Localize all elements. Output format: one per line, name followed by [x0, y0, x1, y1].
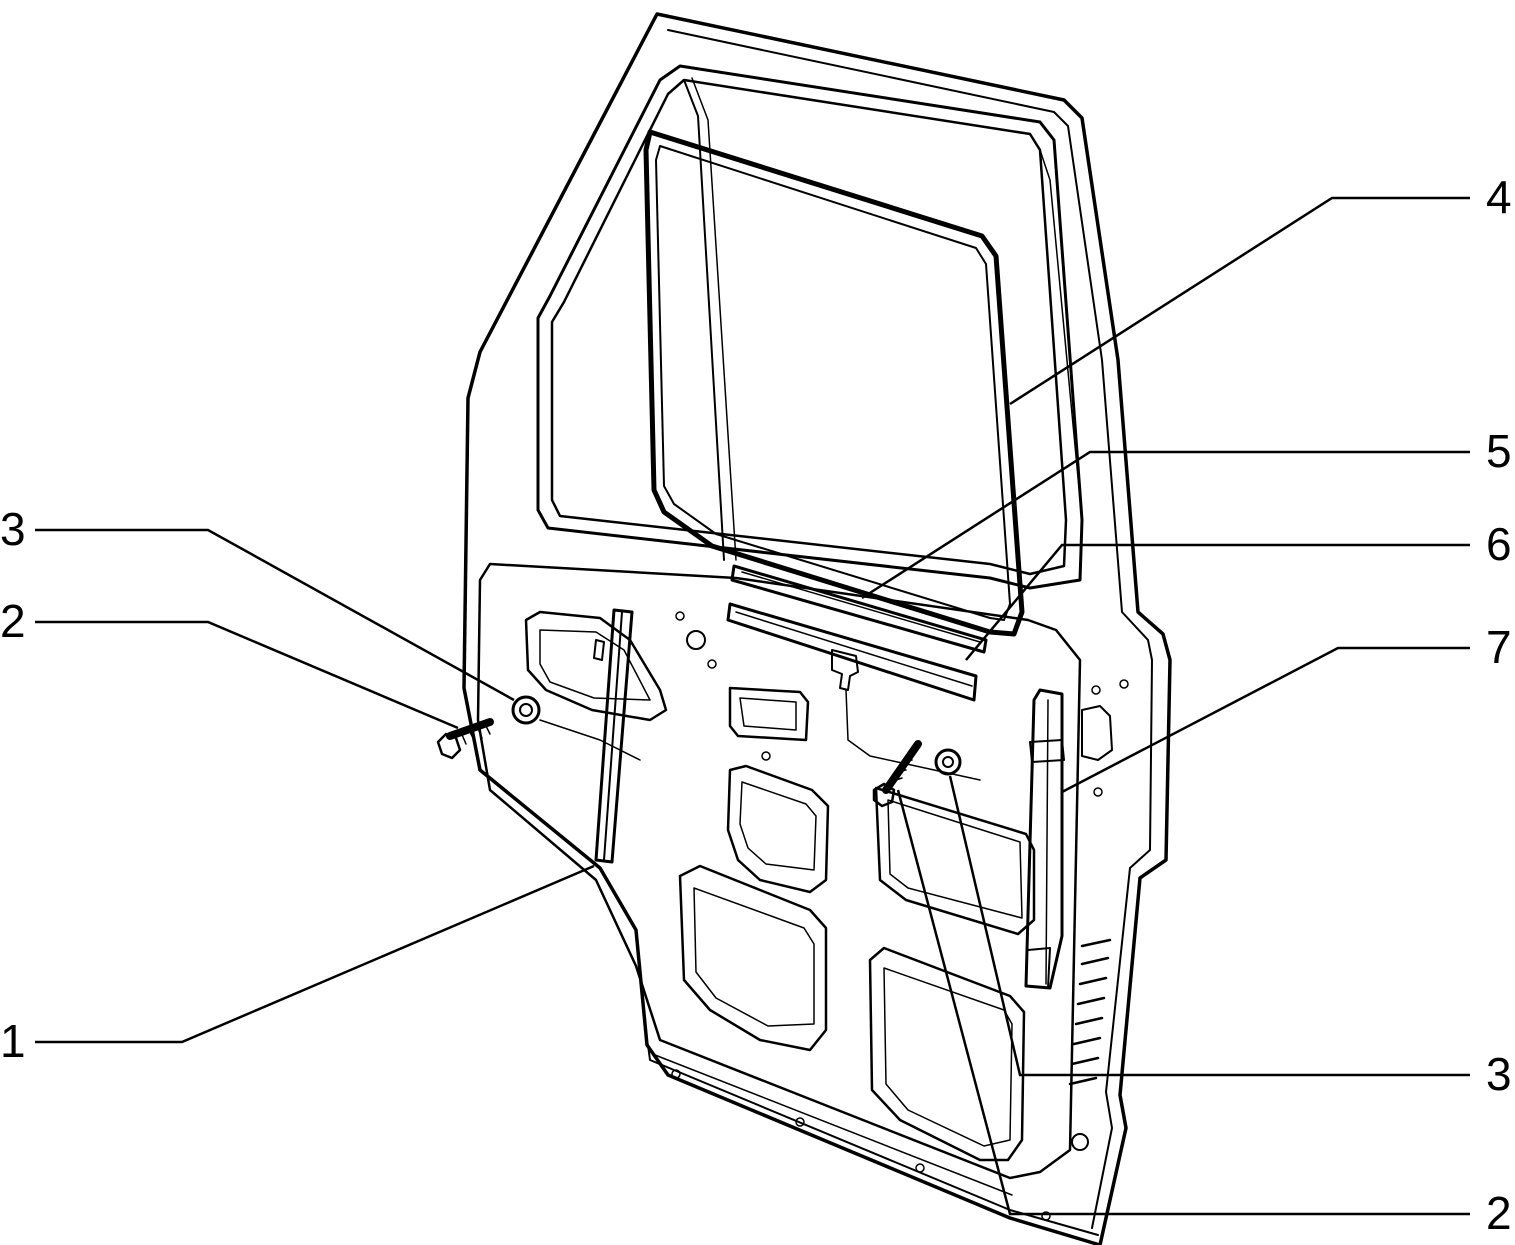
grommet-right: [934, 748, 962, 776]
screw-right: [872, 740, 922, 808]
window-frame: [536, 64, 1084, 590]
callout-label-4: 4: [1486, 171, 1512, 223]
screw-left: [436, 718, 494, 760]
callout-label-2-right: 2: [1486, 1187, 1512, 1239]
callout-label-3-left: 3: [0, 503, 26, 555]
callout-label-7: 7: [1486, 621, 1512, 673]
leader-lines: [35, 196, 1470, 1216]
leader-7: [1061, 646, 1470, 794]
callout-label-3-right: 3: [1486, 1048, 1512, 1100]
leader-3-left: [35, 528, 515, 702]
callout-label-5: 5: [1486, 425, 1512, 477]
leader-2-left: [35, 620, 459, 730]
callout-label-2-left: 2: [0, 595, 26, 647]
callout-label-1: 1: [0, 1015, 26, 1067]
leader-4: [1009, 196, 1470, 406]
leader-5: [861, 450, 1470, 600]
upper-belt-strip: [730, 564, 988, 654]
lower-belt-strip: [726, 602, 978, 702]
grommet-left: [511, 695, 541, 725]
leader-1: [35, 864, 595, 1044]
leader-6: [965, 543, 1470, 661]
inner-panel: [476, 562, 1129, 1221]
leader-3-right: [948, 775, 1470, 1077]
rear-guide-rail: [1024, 688, 1065, 990]
front-guide-channel: [593, 608, 634, 864]
callout-label-6: 6: [1486, 518, 1512, 570]
leader-2-right: [896, 789, 1470, 1216]
